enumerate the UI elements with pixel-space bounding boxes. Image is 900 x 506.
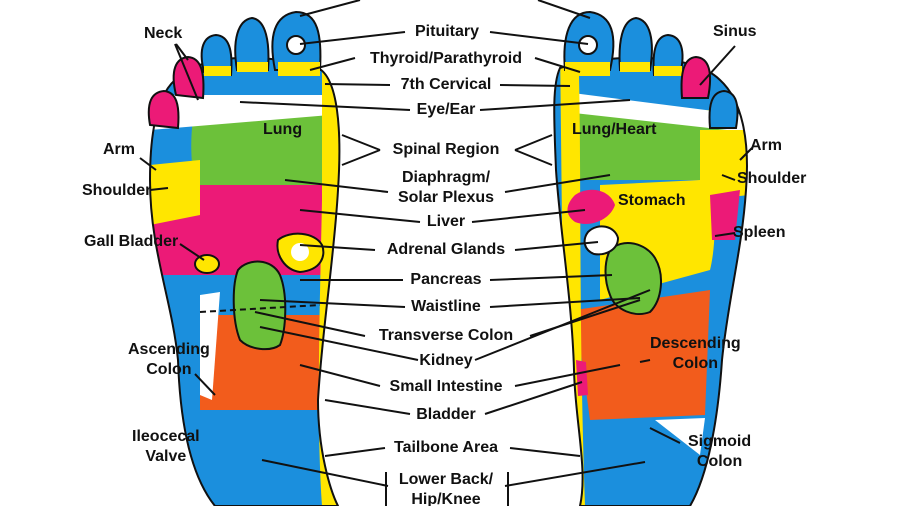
label-lower-back-line1: Lower Back/ — [398, 471, 494, 488]
label-ileocecal-line2: Valve — [145, 448, 187, 465]
label-descending-line2: Colon — [672, 355, 718, 372]
label-descending-colon: Descending Colon — [650, 334, 741, 374]
label-kidney: Kidney — [419, 352, 473, 369]
label-transverse-colon: Transverse Colon — [378, 327, 514, 344]
label-left-shoulder: Shoulder — [82, 182, 152, 199]
label-thyroid-parathyroid: Thyroid/Parathyroid — [369, 50, 523, 67]
label-liver: Liver — [426, 213, 466, 230]
label-ascending-colon: Ascending Colon — [128, 340, 210, 380]
label-pituitary: Pituitary — [414, 23, 480, 40]
label-adrenal-glands: Adrenal Glands — [386, 241, 506, 258]
label-right-arm: Arm — [750, 137, 783, 154]
label-lung: Lung — [263, 121, 303, 138]
label-7th-cervical: 7th Cervical — [400, 76, 492, 93]
right-big-toe — [563, 10, 615, 76]
label-diaphragm-solar-plexus: Diaphragm/ Solar Plexus — [398, 168, 494, 208]
label-eye-ear: Eye/Ear — [416, 101, 476, 118]
label-lower-back-line2: Hip/Knee — [411, 491, 481, 506]
right-organ-details — [567, 189, 740, 455]
label-left-arm: Arm — [103, 141, 136, 158]
label-ileocecal-valve: Ileocecal Valve — [132, 427, 200, 467]
label-tailbone-area: Tailbone Area — [393, 439, 499, 456]
label-small-intestine: Small Intestine — [389, 378, 503, 395]
label-sigmoid-line2: Colon — [696, 453, 743, 470]
label-bladder: Bladder — [416, 406, 476, 423]
label-spleen: Spleen — [733, 224, 786, 241]
left-toes — [147, 10, 322, 130]
label-gall-bladder: Gall Bladder — [84, 233, 179, 250]
right-foot — [553, 10, 748, 506]
label-sigmoid-line1: Sigmoid — [688, 433, 752, 450]
label-ascending-line2: Colon — [146, 361, 192, 378]
left-foot — [147, 10, 341, 506]
left-organ-details — [194, 232, 325, 400]
label-waistline: Waistline — [411, 298, 481, 315]
label-diaphragm-line1: Diaphragm/ — [401, 169, 491, 186]
label-diaphragm-line2: Solar Plexus — [397, 189, 495, 206]
label-spinal-region: Spinal Region — [392, 141, 500, 158]
label-lower-back-hip-knee: Lower Back/ Hip/Knee — [399, 470, 493, 506]
leader-lines — [139, 0, 753, 506]
label-sigmoid-colon: Sigmoid Colon — [688, 432, 751, 472]
label-ileocecal-line1: Ileocecal — [132, 428, 200, 445]
label-pancreas: Pancreas — [410, 271, 482, 288]
right-toes — [563, 10, 739, 129]
label-sinus: Sinus — [713, 23, 757, 40]
label-ascending-line1: Ascending — [128, 341, 210, 358]
label-stomach: Stomach — [618, 192, 686, 209]
label-right-shoulder: Shoulder — [737, 170, 807, 187]
left-big-toe — [271, 10, 322, 76]
label-neck: Neck — [144, 25, 183, 42]
label-lung-heart: Lung/Heart — [572, 121, 657, 138]
label-descending-line1: Descending — [650, 335, 741, 352]
